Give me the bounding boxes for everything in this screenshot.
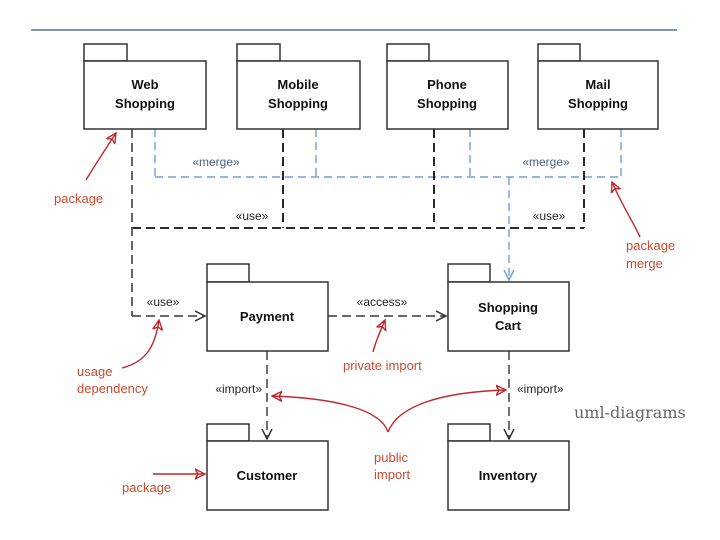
arrow-public-import-right [387, 390, 506, 433]
package-inventory[interactable]: Inventory [447, 423, 570, 511]
package-label: Web [131, 77, 158, 92]
package-shopping-cart[interactable]: Shopping Cart [447, 263, 570, 352]
merge-relationships [154, 129, 622, 280]
package-customer[interactable]: Customer [206, 423, 329, 511]
arrow-package-merge [612, 182, 641, 238]
arrow-package-top [85, 133, 116, 181]
arrow-usage-dependency [121, 320, 159, 369]
package-label: Customer [237, 468, 298, 483]
package-label: Shopping [268, 96, 328, 111]
package-label: Shopping [115, 96, 175, 111]
package-label: Inventory [479, 468, 538, 483]
package-label: Payment [240, 309, 295, 324]
package-label: Mail [585, 77, 610, 92]
package-web-shopping[interactable]: Web Shopping [83, 43, 207, 130]
stereotype-import-left: «import» [215, 382, 262, 396]
arrow-private-import [372, 320, 385, 353]
stereotype-use-payment: «use» [147, 295, 180, 309]
stereotype-import-right: «import» [517, 382, 564, 396]
annotation-private-import: private import [343, 358, 422, 373]
annotation-package-merge-2: merge [626, 256, 663, 271]
package-label: Shopping [417, 96, 477, 111]
annotation-usage-1: usage [77, 364, 112, 379]
stereotype-use-right: «use» [533, 209, 566, 223]
package-label: Phone [427, 77, 467, 92]
package-label: Shopping [568, 96, 628, 111]
annotation-package-merge-1: package [626, 238, 675, 253]
package-label: Mobile [277, 77, 318, 92]
package-phone-shopping[interactable]: Phone Shopping [386, 43, 509, 130]
arrow-public-import-left [272, 396, 389, 433]
package-payment[interactable]: Payment [206, 263, 329, 352]
watermark: uml-diagrams [574, 403, 686, 422]
use-relationships [132, 129, 585, 229]
package-label: Shopping [478, 300, 538, 315]
package-mail-shopping[interactable]: Mail Shopping [537, 43, 659, 130]
package-label: Cart [495, 318, 522, 333]
stereotype-access: «access» [357, 295, 408, 309]
annotation-package-bottom: package [122, 480, 171, 495]
stereotype-use-left: «use» [236, 209, 269, 223]
stereotype-merge-left: «merge» [192, 155, 240, 169]
package-mobile-shopping[interactable]: Mobile Shopping [236, 43, 361, 130]
annotation-usage-2: dependency [77, 381, 148, 396]
annotation-package-top: package [54, 191, 103, 206]
annotation-public-import-2: import [374, 467, 411, 482]
stereotype-merge-right: «merge» [522, 155, 570, 169]
annotation-public-import-1: public [374, 450, 408, 465]
annotation-arrows [85, 133, 641, 474]
